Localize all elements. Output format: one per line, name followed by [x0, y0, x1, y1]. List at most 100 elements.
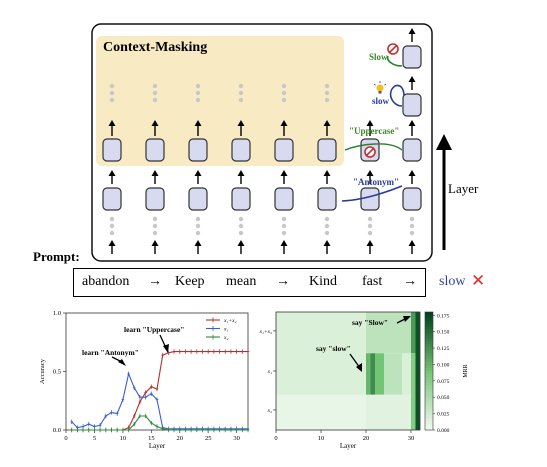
input-arrow-head — [366, 240, 374, 246]
input-arrow-head — [280, 240, 288, 246]
layer-dots — [195, 223, 201, 229]
colorbar-segment — [425, 415, 433, 419]
layer-dots — [324, 223, 330, 229]
y-tick-label: 0.5 — [53, 369, 61, 376]
layer-dots — [281, 83, 287, 89]
layer-node — [145, 187, 165, 211]
colorbar-segment — [425, 347, 433, 351]
colorbar-segment — [425, 341, 433, 345]
annotation-arrowhead — [403, 316, 411, 322]
layer-dots — [367, 230, 373, 236]
layer-dots — [152, 223, 158, 229]
legend-entry: x₂ — [223, 335, 228, 341]
series-line — [71, 415, 248, 431]
colorbar-segment — [425, 362, 433, 366]
context-masking-diagram: Slow slow "Uppercase" "Antonym" — [91, 23, 452, 262]
input-arrow-head — [194, 240, 202, 246]
layer-dots — [152, 83, 158, 89]
layer-arrow-head — [151, 170, 159, 176]
series-line — [71, 351, 248, 431]
colorbar-tick-label: 0.125 — [437, 346, 450, 352]
layer-dots — [195, 97, 201, 103]
layer-arrow-head — [408, 120, 416, 126]
prompt-token: Keep — [175, 274, 205, 289]
layer-arrow-head — [280, 120, 288, 126]
colorbar-segment — [425, 317, 433, 322]
output-word: slow — [439, 274, 466, 289]
layer-dots — [238, 216, 244, 222]
x-axis-label: Layer — [149, 442, 166, 450]
line-chart-frame — [65, 312, 249, 431]
annotation-arrow — [159, 334, 167, 349]
layer-dots — [238, 97, 244, 103]
colorbar-label: MRR — [463, 364, 469, 377]
annotation-slow-top: Slow — [369, 52, 388, 62]
heatmap-cell — [411, 312, 416, 354]
layer-dots — [281, 216, 287, 222]
input-arrow-head — [237, 240, 245, 246]
layer-node — [231, 138, 251, 162]
colorbar-segment — [425, 424, 433, 428]
x-axis-label: Layer — [340, 442, 357, 450]
colorbar-segment — [425, 409, 433, 413]
layer-dots — [195, 230, 201, 236]
layer-dots — [324, 83, 330, 89]
x-tick-label: 20 — [363, 435, 370, 442]
heatmap-cell — [384, 353, 402, 395]
y-tick-label: x₂ — [267, 408, 272, 414]
uppercase-curve — [344, 143, 403, 151]
heatmap-cell — [370, 353, 375, 395]
colorbar-segment — [425, 376, 433, 381]
colorbar-segment — [425, 382, 433, 387]
x-tick-label: 5 — [93, 435, 96, 442]
heatmap-cell — [366, 312, 416, 354]
annotation-learn-uppercase: learn "Uppercase" — [124, 325, 184, 334]
layer-dots — [109, 83, 115, 89]
prompt-arrow: → — [148, 274, 162, 289]
layer-dots — [109, 97, 115, 103]
prompt-token: Kind — [309, 274, 337, 289]
annotation-arrowhead — [163, 344, 169, 353]
layer-arrow-head — [194, 170, 202, 176]
layer-arrow-head — [108, 120, 116, 126]
y-tick-label: 0.0 — [53, 427, 61, 434]
colorbar-segment — [425, 326, 433, 331]
x-tick-label: 25 — [205, 435, 212, 442]
layer-arrow-head — [194, 120, 202, 126]
x-tick-label: 0 — [274, 435, 277, 442]
colorbar-tick-label: 0.150 — [437, 330, 450, 336]
colorbar-segment — [425, 329, 433, 334]
colorbar-segment — [425, 418, 433, 422]
annotation-antonym: "Antonym" — [353, 177, 399, 187]
x-tick-label: 15 — [148, 435, 155, 442]
input-arrow-head — [151, 240, 159, 246]
colorbar-segment — [425, 397, 433, 401]
layer-node — [317, 187, 337, 211]
colorbar-tick-label: 0.175 — [437, 313, 450, 319]
y-tick-label: 1.0 — [53, 310, 61, 317]
layer-node — [102, 187, 122, 211]
colorbar-frame — [424, 311, 434, 431]
layer-dots — [324, 230, 330, 236]
colorbar-segment — [425, 356, 433, 360]
colorbar-tick-label: 0.000 — [437, 428, 450, 434]
layer-node — [317, 138, 337, 162]
layer-arrow-head — [108, 170, 116, 176]
layer-arrow-head — [237, 120, 245, 126]
heatmap-cell — [276, 394, 366, 430]
stop-icon-uppercase — [364, 146, 376, 158]
layer-node — [231, 187, 251, 211]
y-tick-label: x₁+x₂ — [259, 329, 273, 335]
x-tick-label: 20 — [177, 435, 184, 442]
layer-dots — [238, 83, 244, 89]
layer-arrow-head — [366, 120, 374, 126]
layer-dots — [367, 223, 373, 229]
annotation-arrow — [396, 317, 408, 324]
context-masking-title: Context-Masking — [103, 40, 208, 55]
colorbar-segment — [425, 344, 433, 348]
layer-node — [402, 93, 422, 117]
annotation-uppercase: "Uppercase" — [349, 126, 399, 136]
x-tick-label: 0 — [64, 435, 67, 442]
lightbulb-icon — [373, 81, 387, 94]
layer-dots — [324, 216, 330, 222]
